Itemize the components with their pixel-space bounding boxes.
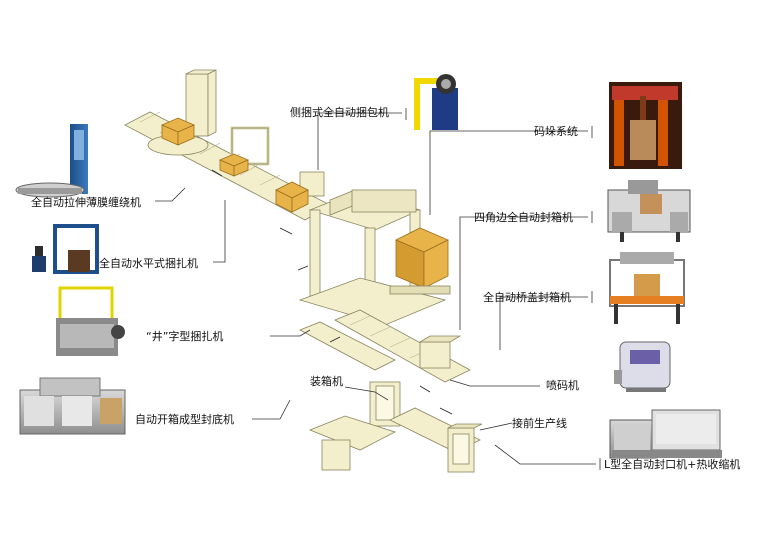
- carton-stack-1: [161, 117, 195, 146]
- l-sealer-shrink-photo: [609, 409, 722, 459]
- case-packer: [308, 381, 401, 471]
- label-four-corner-sealer: 四角边全自动封箱机: [474, 211, 573, 224]
- label-case-packer: 装箱机: [310, 375, 343, 388]
- bridge-sealer-photo: [609, 252, 685, 324]
- sealer-block: [419, 341, 451, 369]
- label-front-line: 接前生产线: [512, 417, 567, 430]
- label-side-strapper: 侧捆式全自动捆包机: [290, 106, 389, 119]
- case-erector-photo: [19, 377, 126, 435]
- label-bridge-sealer: 全自动桥盖封箱机: [483, 291, 571, 304]
- label-horizontal-strapper: 全自动水平式捆扎机: [99, 257, 198, 270]
- label-shrink-machine: L型全自动封口机+热收缩机: [604, 458, 741, 471]
- carton-stack-2: [218, 153, 250, 177]
- label-coder: 喷码机: [546, 379, 579, 392]
- leader-lines: [155, 108, 601, 470]
- palletizer-photo: [609, 82, 682, 169]
- flow-arrows: [211, 169, 453, 415]
- inkjet-coder-photo: [614, 341, 671, 392]
- central-production-line: [124, 69, 483, 473]
- label-case-erector: 自动开箱成型封底机: [135, 413, 234, 426]
- cross-strapper-photo: [56, 286, 125, 356]
- wrap-tower-side: [207, 69, 217, 137]
- carton-stack-3: [275, 181, 309, 213]
- stretch-wrapper-photo: [15, 124, 88, 198]
- four-corner-sealer-photo: [607, 180, 691, 242]
- pallet-load: [395, 227, 449, 289]
- label-stretch-wrap: 全自动拉伸薄膜缠绕机: [31, 196, 141, 209]
- label-palletizer: 码垛系统: [534, 125, 578, 138]
- lower-conveyor-2: [299, 321, 396, 371]
- horizontal-strapper-photo: [32, 224, 99, 274]
- side-strapper-photo: [414, 74, 458, 130]
- label-cross-strapper: “井”字型捆扎机: [146, 330, 224, 343]
